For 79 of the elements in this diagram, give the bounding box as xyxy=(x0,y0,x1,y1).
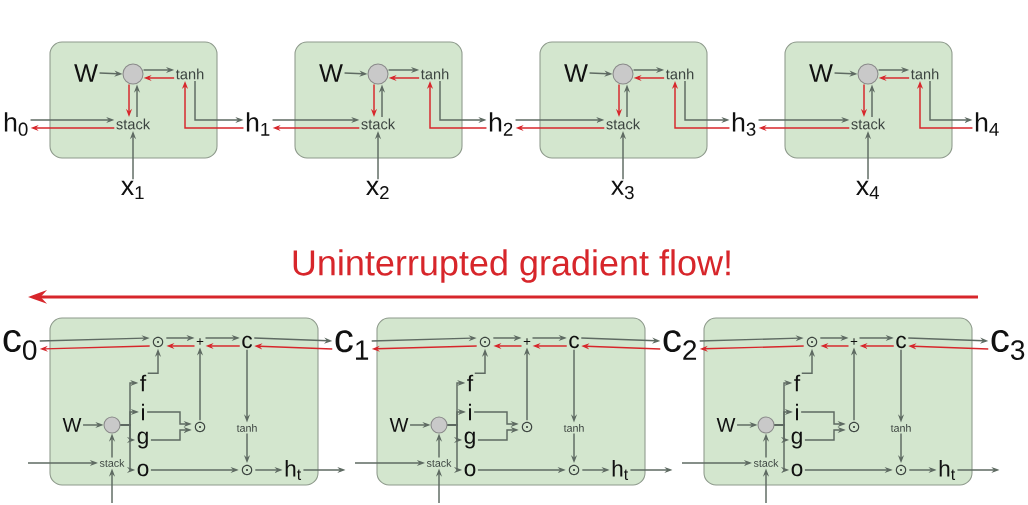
cell-box xyxy=(294,41,463,159)
operation-label: stack xyxy=(99,459,125,467)
operator-symbol: ⊙ xyxy=(895,464,907,476)
variable-label: h$_{t}$ xyxy=(285,460,302,480)
operation-label: stack xyxy=(753,459,779,467)
variable-label: x$_{1}$ xyxy=(121,180,144,200)
circle-node xyxy=(103,416,121,434)
variable-label: c$_{2}$ xyxy=(663,330,697,360)
operation-label: tanh xyxy=(910,68,939,80)
operation-label: tanh xyxy=(890,424,911,432)
weight-label: W xyxy=(389,418,409,432)
variable-label: c$_{3}$ xyxy=(991,330,1025,360)
weight-label: W xyxy=(564,64,588,82)
variable-label: h$_{t}$ xyxy=(939,460,956,480)
circle-node xyxy=(757,416,775,434)
operator-symbol: ⊙ xyxy=(806,336,818,348)
operation-label: stack xyxy=(116,118,151,130)
gate-label: g xyxy=(137,431,148,449)
variable-label: x$_{2}$ xyxy=(366,180,389,200)
heading: Uninterrupted gradient flow! xyxy=(293,249,730,283)
circle-node xyxy=(430,416,448,434)
gate-label: i xyxy=(796,403,798,421)
gate-label: o xyxy=(464,463,476,477)
circle-node xyxy=(122,63,144,85)
variable-label: h$_{1}$ xyxy=(246,112,270,136)
gate-label: i xyxy=(142,403,144,421)
gate-label: g xyxy=(464,431,475,449)
operation-label: tanh xyxy=(665,68,694,80)
variable-label: c xyxy=(242,335,253,349)
weight-label: W xyxy=(809,64,833,82)
operator-symbol: + xyxy=(196,338,204,345)
variable-label: c$_{0}$ xyxy=(3,330,37,360)
operator-symbol: ⊙ xyxy=(194,421,206,433)
gate-label: o xyxy=(791,463,803,477)
variable-label: c xyxy=(569,335,580,349)
variable-label: h$_{4}$ xyxy=(975,112,999,136)
variable-label: h$_{2}$ xyxy=(489,112,513,136)
operator-symbol: ⊙ xyxy=(521,421,533,433)
gate-label: f xyxy=(140,374,147,392)
weight-label: W xyxy=(716,418,736,432)
operation-label: stack xyxy=(851,118,886,130)
weight-label: W xyxy=(62,418,82,432)
operator-symbol: ⊙ xyxy=(479,336,491,348)
variable-label: x$_{4}$ xyxy=(856,180,879,200)
operation-label: tanh xyxy=(563,424,584,432)
operation-label: tanh xyxy=(236,424,257,432)
cell-box xyxy=(49,317,319,486)
weight-label: W xyxy=(319,64,343,82)
cell-box xyxy=(784,41,953,159)
circle-node xyxy=(367,63,389,85)
variable-label: h$_{t}$ xyxy=(612,460,629,480)
variable-label: c$_{1}$ xyxy=(335,330,369,360)
operator-symbol: ⊙ xyxy=(241,464,253,476)
gate-label: g xyxy=(791,431,802,449)
gate-label: i xyxy=(469,403,471,421)
circle-node xyxy=(857,63,879,85)
operator-symbol: ⊙ xyxy=(152,336,164,348)
operation-label: stack xyxy=(606,118,641,130)
cell-box xyxy=(376,317,646,486)
weight-label: W xyxy=(74,64,98,82)
operation-label: tanh xyxy=(175,68,204,80)
cell-box xyxy=(703,317,973,486)
operation-label: stack xyxy=(426,459,452,467)
variable-label: h$_{3}$ xyxy=(732,112,756,136)
gate-label: f xyxy=(794,374,801,392)
gate-label: o xyxy=(137,463,149,477)
circle-node xyxy=(612,63,634,85)
cell-box xyxy=(49,41,218,159)
operator-symbol: + xyxy=(850,338,858,345)
operator-symbol: + xyxy=(523,338,531,345)
cell-box xyxy=(539,41,708,159)
variable-label: c xyxy=(896,335,907,349)
variable-label: h$_{0}$ xyxy=(4,112,28,136)
operation-label: stack xyxy=(361,118,396,130)
variable-label: x$_{3}$ xyxy=(611,180,634,200)
operator-symbol: ⊙ xyxy=(568,464,580,476)
gate-label: f xyxy=(467,374,474,392)
operator-symbol: ⊙ xyxy=(848,421,860,433)
operation-label: tanh xyxy=(420,68,449,80)
